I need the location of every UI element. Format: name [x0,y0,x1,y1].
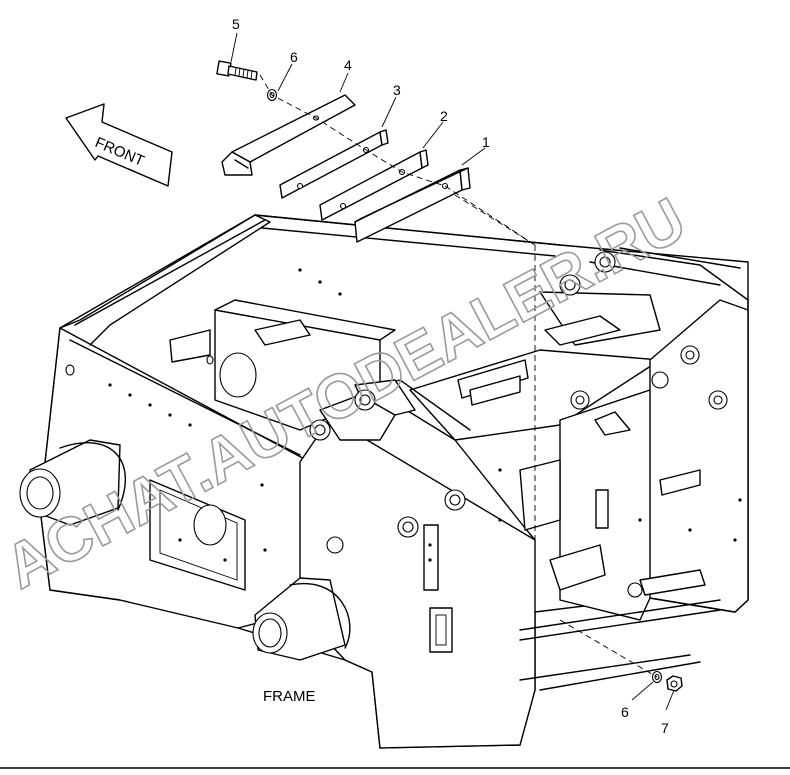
part-5-bolt [216,60,258,81]
callout-2: 2 [440,108,448,124]
rivet-dots [108,268,742,562]
part-7-nut [666,675,683,692]
frame-caption: FRAME [263,688,316,705]
axle-cone-left [19,439,227,546]
callout-leaders [230,32,675,711]
callout-5: 5 [232,16,240,32]
callout-6-bottom: 6 [621,704,629,720]
callout-1: 1 [482,134,490,150]
assembly-lines [259,74,658,678]
part-3-shim [279,129,389,199]
part-4-angle-bracket [221,94,356,176]
part-2-plate [319,149,429,221]
front-arrow-icon: FRONT [65,103,173,187]
part-1-block [354,167,471,243]
pin-bosses [65,251,728,598]
axle-cone-right [252,577,351,661]
frame-assembly [39,194,749,749]
callout-4: 4 [344,57,352,73]
callout-6-top: 6 [290,49,298,65]
callout-3: 3 [393,82,401,98]
callout-7: 7 [661,720,669,736]
